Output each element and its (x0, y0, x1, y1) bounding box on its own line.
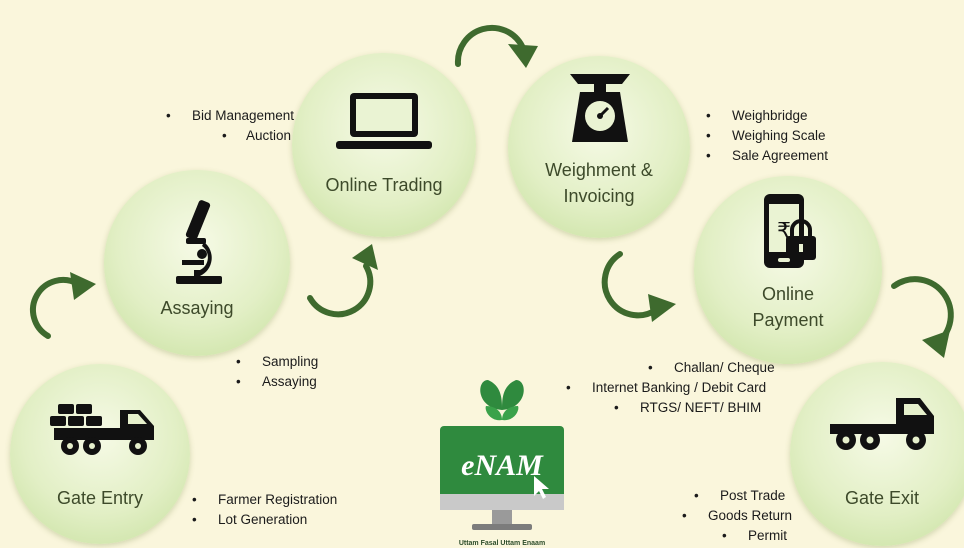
microscope-icon (176, 200, 222, 284)
gate-exit-bullets: Post Trade Goods Return Permit (682, 486, 792, 546)
list-item: Goods Return (682, 506, 792, 526)
weighment-node: Weighment & Invoicing (508, 56, 690, 238)
list-item: Weighing Scale (706, 126, 828, 146)
list-item: Farmer Registration (192, 490, 337, 510)
truck-with-bricks-icon (50, 404, 154, 455)
list-item: Bid Management (166, 106, 294, 126)
list-item: RTGS/ NEFT/ BHIM (614, 398, 775, 418)
online-payment-label-line-2: Payment (752, 310, 824, 330)
assaying-bullets: Sampling Assaying (236, 352, 318, 392)
list-item: Auction (222, 126, 294, 146)
gate-entry-label: Gate Entry (56, 488, 144, 508)
weighing-scale-icon (570, 74, 630, 142)
curved-arrow-icon (601, 251, 676, 322)
list-item: Sampling (236, 352, 318, 372)
laptop-icon (336, 93, 432, 149)
list-item: Weighbridge (706, 106, 828, 126)
weighment-label-line-2: Invoicing (563, 186, 635, 206)
online-payment-bullets: Challan/ Cheque Internet Banking / Debit… (566, 358, 775, 418)
assaying-label: Assaying (160, 298, 234, 318)
curved-arrow-icon (29, 272, 96, 339)
curved-arrow-icon (891, 276, 954, 358)
online-payment-label-line-1: Online (761, 284, 815, 304)
enam-logo-text: eNAM (461, 449, 543, 482)
enam-monitor-icon (440, 380, 564, 530)
list-item: Permit (722, 526, 792, 546)
enam-tagline: Uttam Fasal Uttam Enaam (458, 540, 546, 547)
online-trading-bullets: Bid Management Auction (166, 106, 294, 146)
list-item: Challan/ Cheque (648, 358, 775, 378)
curved-arrow-icon (454, 24, 538, 68)
truck-icon (830, 398, 934, 450)
gate-entry-bullets: Farmer Registration Lot Generation (192, 490, 337, 530)
curved-arrow-icon (307, 244, 378, 318)
gate-exit-label: Gate Exit (844, 488, 920, 508)
gate-entry-node: Gate Entry (10, 364, 190, 544)
online-trading-label: Online Trading (325, 175, 443, 195)
online-payment-node: ₹ Online Payment (694, 176, 882, 364)
assaying-node: Assaying (104, 170, 290, 356)
enam-logo: eNAM Uttam Fasal Uttam Enaam (436, 380, 568, 548)
gate-exit-node: Gate Exit (790, 362, 964, 546)
list-item: Lot Generation (192, 510, 337, 530)
online-trading-node: Online Trading (292, 53, 476, 237)
list-item: Assaying (236, 372, 318, 392)
list-item: Post Trade (694, 486, 792, 506)
list-item: Sale Agreement (706, 146, 828, 166)
weighment-bullets: Weighbridge Weighing Scale Sale Agreemen… (706, 106, 828, 166)
mobile-payment-lock-icon: ₹ (764, 194, 816, 268)
weighment-label-line-1: Weighment & (545, 160, 653, 180)
list-item: Internet Banking / Debit Card (566, 378, 775, 398)
